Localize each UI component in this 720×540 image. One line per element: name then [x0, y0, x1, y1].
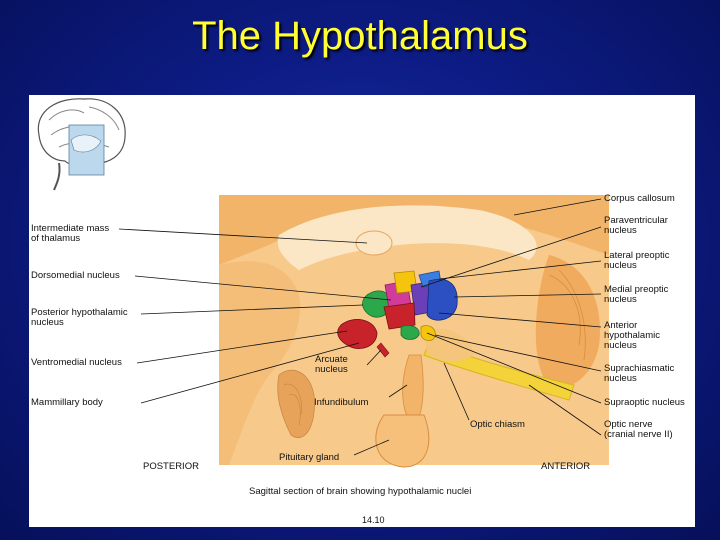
- label-posterior-hypothalamic-nucleus: Posterior hypothalamic nucleus: [31, 307, 128, 328]
- label-mammillary-body: Mammillary body: [31, 397, 103, 408]
- leader-lines-right: [353, 198, 602, 456]
- label-lateral-preoptic-nucleus: Lateral preoptic nucleus: [604, 250, 670, 271]
- label-dorsomedial-nucleus: Dorsomedial nucleus: [31, 270, 120, 281]
- label-supraoptic-nucleus: Supraoptic nucleus: [604, 397, 685, 408]
- label-corpus-callosum: Corpus callosum: [604, 193, 675, 204]
- label-posterior: POSTERIOR: [143, 461, 199, 472]
- label-optic-chiasm: Optic chiasm: [470, 419, 525, 430]
- label-intermediate-mass: Intermediate mass of thalamus: [31, 223, 110, 244]
- label-medial-preoptic-nucleus: Medial preoptic nucleus: [604, 284, 669, 305]
- label-paraventricular-nucleus: Paraventricular nucleus: [604, 215, 668, 236]
- leader-lines-left: [118, 228, 392, 404]
- brain-thumbnail: [37, 98, 126, 191]
- figure-caption: Sagittal section of brain showing hypoth…: [249, 486, 472, 497]
- label-suprachiasmatic-nucleus: Suprachiasmatic nucleus: [604, 363, 675, 384]
- brain-diagram: [37, 98, 609, 468]
- label-anterior: ANTERIOR: [541, 461, 591, 472]
- label-pituitary-gland: Pituitary gland: [279, 452, 340, 463]
- label-ventromedial-nucleus: Ventromedial nucleus: [31, 357, 122, 368]
- sagittal-section: [219, 195, 609, 468]
- label-anterior-hypothalamic-nucleus: Anterior hypothalamic nucleus: [604, 320, 660, 351]
- label-optic-nerve: Optic nerve (cranial nerve II): [604, 419, 673, 440]
- hypothalamic-nuclei: [337, 270, 458, 358]
- slide-title: The Hypothalamus: [192, 14, 528, 58]
- figure-panel: Intermediate mass of thalamus Dorsomedia…: [29, 95, 695, 527]
- figure-number: 14.10: [362, 515, 385, 525]
- label-arcuate-nucleus: Arcuate nucleus: [315, 354, 348, 375]
- label-infundibulum: Infundibulum: [314, 397, 369, 408]
